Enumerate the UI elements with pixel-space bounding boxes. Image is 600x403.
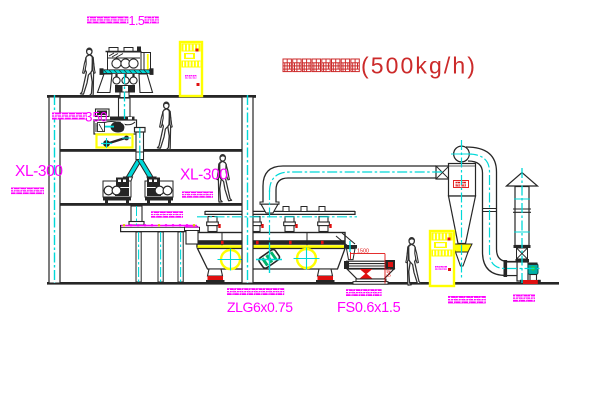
- svg-text:1.5: 1.5: [129, 14, 145, 28]
- svg-text:FS0.6x1.5: FS0.6x1.5: [337, 300, 401, 316]
- svg-text:545: 545: [387, 268, 393, 277]
- svg-text:350: 350: [85, 110, 108, 125]
- svg-text:1500: 1500: [357, 249, 369, 255]
- svg-text:(500kg/h): (500kg/h): [361, 53, 477, 79]
- svg-text:XL-300: XL-300: [15, 163, 63, 180]
- svg-text:ZLG6x0.75: ZLG6x0.75: [227, 299, 293, 315]
- svg-text:XL-300: XL-300: [180, 167, 228, 184]
